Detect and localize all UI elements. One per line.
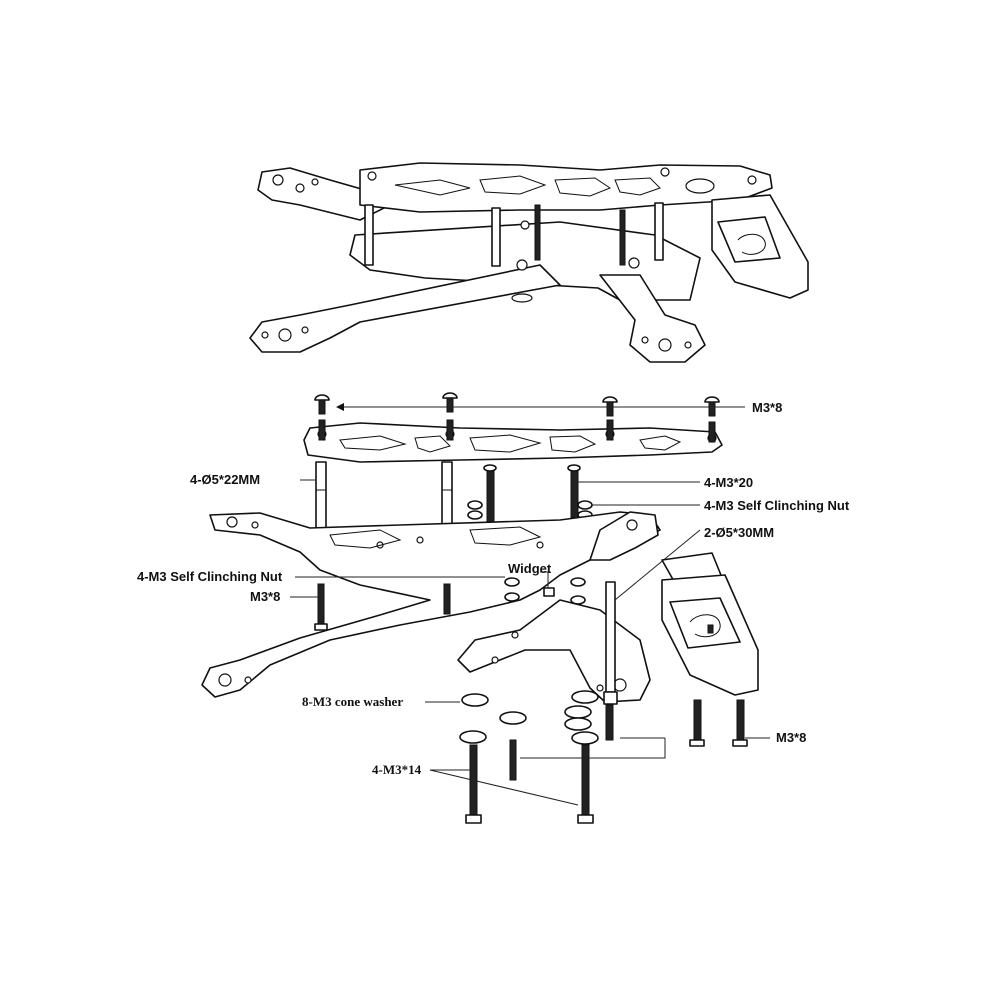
- assembled-top-plate: [359, 162, 773, 213]
- label-screw-20: 4-M3*20: [704, 475, 753, 490]
- exploded-bottom-plate: [201, 511, 661, 698]
- exploded-arm-front-right: [457, 599, 651, 703]
- bottom-screws-right: [605, 699, 748, 747]
- assembled-frame: [249, 162, 809, 363]
- exploded-battery-mount: [661, 552, 759, 696]
- assembled-standoffs: [364, 202, 664, 267]
- standoffs-30mm: [603, 581, 618, 705]
- label-bottom-screws-left: M3*8: [250, 589, 280, 604]
- exploded-arm-rear-right: [589, 511, 659, 561]
- exploded-top-plate: [303, 422, 723, 463]
- label-cone-washer: 8-M3 cone washer: [302, 694, 403, 709]
- assembled-arm-front-right: [599, 274, 706, 363]
- assembled-arm-front-left: [249, 264, 561, 353]
- clinching-nuts-left: [504, 577, 586, 605]
- callout-labels: M3*8 4-Ø5*22MM 4-M3*20 4-M3 Self Clinchi…: [137, 400, 850, 777]
- label-clinch-nut-left: 4-M3 Self Clinching Nut: [137, 569, 283, 584]
- widget-leader: [540, 571, 549, 592]
- exploded-frame: [201, 392, 770, 824]
- label-standoff-30: 2-Ø5*30MM: [704, 525, 774, 540]
- bottom-screws-left: [314, 583, 451, 631]
- label-top-screws: M3*8: [752, 400, 782, 415]
- label-screw-14: 4-M3*14: [372, 762, 422, 777]
- assembled-battery-mount: [711, 194, 809, 299]
- screws-m3x14: [465, 739, 594, 824]
- assembled-screws: [516, 204, 640, 271]
- label-widget: Widget: [508, 561, 552, 576]
- exploded-bottom-plate-holes: [218, 516, 638, 692]
- top-screws: [314, 392, 720, 417]
- label-bottom-screws-right: M3*8: [776, 730, 806, 745]
- label-standoff-22: 4-Ø5*22MM: [190, 472, 260, 487]
- top-plate-cutouts: [367, 167, 757, 197]
- label-clinch-nut-right: 4-M3 Self Clinching Nut: [704, 498, 850, 513]
- widget-part: [543, 587, 555, 597]
- cone-washers: [459, 690, 599, 745]
